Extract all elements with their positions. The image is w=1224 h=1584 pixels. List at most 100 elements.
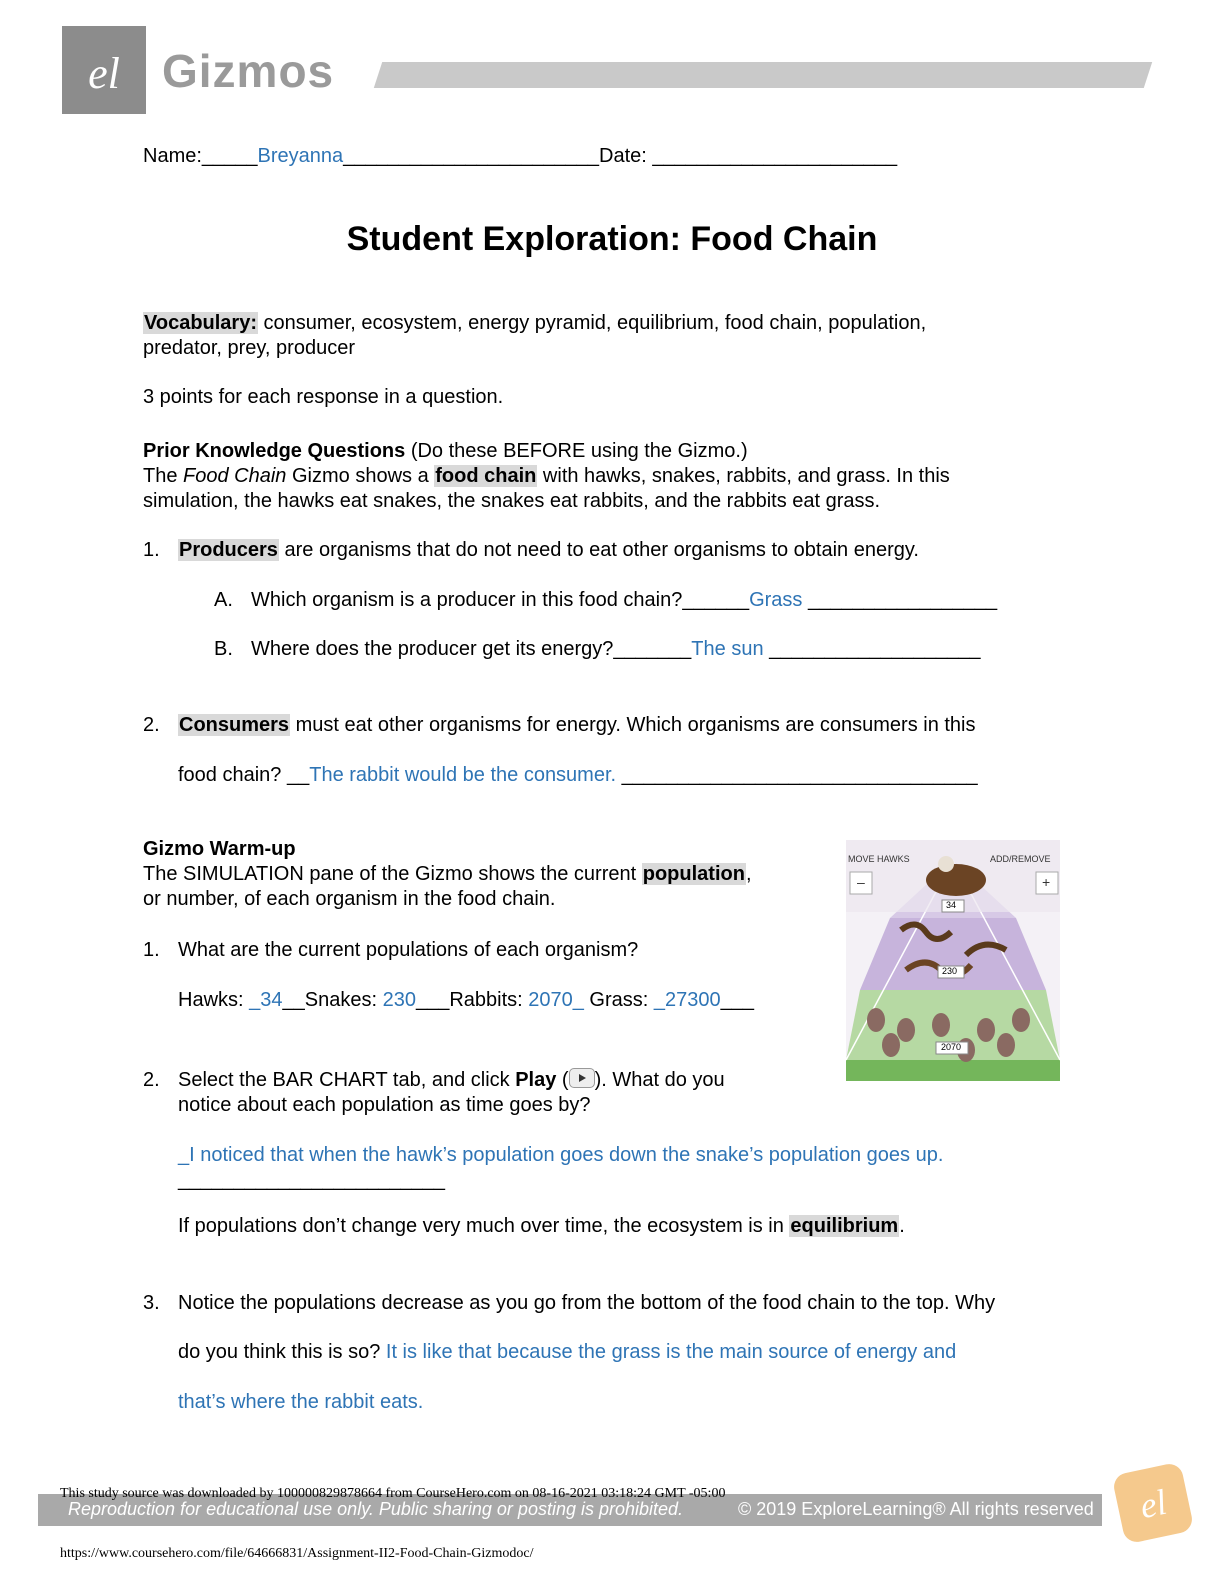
equilibrium-text: .	[899, 1215, 905, 1237]
question-number: 1.	[143, 539, 160, 561]
question-text: Producers are organisms that do not need…	[178, 539, 919, 562]
prior-heading: Prior Knowledge Questions	[143, 440, 406, 462]
question-1a: A. Which organism is a producer in this …	[214, 589, 997, 612]
question-text: Consumers must eat other organisms for e…	[178, 714, 976, 737]
warmup-question-3: 3. Notice the populations decrease as yo…	[143, 1292, 995, 1315]
prior-text: The	[143, 465, 184, 487]
prior-heading-note: (Do these BEFORE using the Gizmo.)	[405, 440, 748, 462]
question-body: are organisms that do not need to eat ot…	[278, 539, 919, 561]
play-icon	[568, 1068, 595, 1088]
header-bar	[373, 62, 1153, 88]
answer-text: It is like that because the grass is the…	[385, 1341, 957, 1363]
warmup-text: The SIMULATION pane of the Gizmo shows t…	[143, 863, 642, 885]
question-2: 2. Consumers must eat other organisms fo…	[143, 714, 976, 737]
download-source-note: This study source was downloaded by 1000…	[60, 1486, 726, 1501]
question-body: food chain? __	[178, 764, 310, 786]
prior-italic: Food Chain	[183, 465, 287, 487]
explorelearning-logo: el	[62, 26, 146, 114]
rabbits-value: 2070_	[528, 989, 584, 1011]
snakes-label: __Snakes:	[282, 989, 383, 1011]
play-label: Play	[515, 1069, 557, 1091]
vocabulary-line-1: consumer, ecosystem, energy pyramid, equ…	[258, 312, 927, 334]
question-letter: A.	[214, 589, 233, 611]
question-text: What are the current populations of each…	[178, 939, 639, 961]
snake-count-tag: 230	[942, 966, 958, 976]
vocabulary: Vocabulary: consumer, ecosystem, energy …	[143, 311, 926, 361]
points-note: 3 points for each response in a question…	[143, 386, 504, 408]
warmup-question-1: 1. What are the current populations of e…	[143, 939, 638, 962]
answer-blank: ___	[720, 989, 755, 1011]
name-date-line: Name:_____Breyanna______________________…	[143, 145, 897, 168]
source-url-link[interactable]: https://www.coursehero.com/file/64666831…	[60, 1546, 534, 1561]
hawks-label: Hawks:	[178, 989, 250, 1011]
question-body: (	[556, 1069, 569, 1091]
vocab-highlight: Consumers	[178, 714, 291, 736]
date-label: Date:	[599, 145, 647, 167]
question-1: 1. Producers are organisms that do not n…	[143, 539, 919, 562]
prior-text: simulation, the hawks eat snakes, the sn…	[143, 490, 881, 512]
question-letter: B.	[214, 638, 233, 660]
answer-blank: ________________________________	[616, 764, 978, 786]
vocabulary-line-2: predator, prey, producer	[143, 337, 355, 359]
warmup-question-2: 2. Select the BAR CHART tab, and click P…	[143, 1068, 725, 1116]
prior-text: with hawks, snakes, rabbits, and grass. …	[537, 465, 950, 487]
hawk-count-tag: 34	[946, 900, 957, 910]
question-body: ). What do you	[594, 1069, 725, 1091]
question-body: do you think this is so?	[178, 1341, 386, 1363]
question-number: 3.	[143, 1292, 160, 1314]
name-blank-post: _______________________	[343, 145, 599, 167]
prior-text: Gizmo shows a	[286, 465, 435, 487]
footer-copyright: © 2019 ExploreLearning® All rights reser…	[738, 1499, 1094, 1519]
page-title: Student Exploration: Food Chain	[346, 220, 878, 258]
plus-button: +	[1042, 874, 1051, 890]
warmup-heading: Gizmo Warm-up	[143, 838, 296, 860]
footer-bar: Reproduction for educational use only. P…	[38, 1494, 1102, 1526]
gizmo-food-chain-image: MOVE HAWKS ADD/REMOVE – + 34 230 2070	[846, 840, 1060, 1081]
vocabulary-label: Vocabulary:	[143, 312, 258, 334]
name-value: Breyanna	[257, 145, 344, 167]
question-body: must eat other organisms for energy. Whi…	[290, 714, 976, 736]
vocab-highlight: Producers	[178, 539, 279, 561]
answer-text: The sun	[691, 638, 764, 660]
question-text: Where does the producer get its energy?_…	[251, 638, 980, 661]
question-1b: B. Where does the producer get its energ…	[214, 638, 980, 661]
question-number: 1.	[143, 939, 160, 961]
population-answers: Hawks: _34__Snakes: 230___Rabbits: 2070_…	[178, 989, 754, 1012]
minus-button: –	[857, 874, 865, 890]
vocab-highlight: population	[641, 863, 746, 885]
grass-value: _27300	[653, 989, 721, 1011]
move-hawks-label: MOVE HAWKS	[848, 854, 910, 864]
date-blank: ______________________	[652, 145, 898, 167]
question-text: Select the BAR CHART tab, and click Play…	[178, 1068, 725, 1118]
answer-blank: ___________________	[763, 638, 981, 660]
question-2-answer-line: food chain? __The rabbit would be the co…	[178, 764, 978, 787]
equilibrium-text: If populations don’t change very much ov…	[178, 1215, 790, 1237]
answer-text: The rabbit would be the consumer.	[309, 764, 617, 786]
question-number: 2.	[143, 714, 160, 736]
question-text: Notice the populations decrease as you g…	[178, 1292, 996, 1314]
add-remove-label: ADD/REMOVE	[990, 854, 1051, 864]
explorelearning-footer-logo: el	[1111, 1461, 1195, 1545]
svg-text:el: el	[1136, 1482, 1170, 1527]
warmup-intro: Gizmo Warm-up The SIMULATION pane of the…	[143, 837, 752, 912]
warmup-text: ,	[745, 863, 752, 885]
question-body: Where does the producer get its energy?_…	[251, 638, 692, 660]
warmup-text: or number, of each organism in the food …	[143, 888, 556, 910]
question-text: Which organism is a producer in this foo…	[251, 589, 997, 612]
warmup-question-3-line-2: do you think this is so? It is like that…	[178, 1341, 956, 1364]
rabbit-count-tag: 2070	[941, 1042, 962, 1052]
question-number: 2.	[143, 1069, 160, 1091]
question-body: notice about each population as time goe…	[178, 1094, 591, 1116]
gizmos-logo-text: Gizmos	[162, 45, 335, 97]
answer-text: that’s where the rabbit eats.	[178, 1391, 424, 1413]
rabbits-label: ___Rabbits:	[415, 989, 529, 1011]
answer-blank: ________________________	[178, 1169, 445, 1191]
vocab-highlight: food chain	[434, 465, 538, 487]
answer-text: Grass	[749, 589, 803, 611]
grass-label: Grass:	[583, 989, 654, 1011]
equilibrium-note: If populations don’t change very much ov…	[178, 1215, 905, 1238]
name-label: Name:	[143, 145, 202, 167]
name-blank: _____	[201, 145, 258, 167]
warmup-question-2-answer: _I noticed that when the hawk’s populati…	[178, 1144, 944, 1166]
question-body: Select the BAR CHART tab, and click	[178, 1069, 516, 1091]
